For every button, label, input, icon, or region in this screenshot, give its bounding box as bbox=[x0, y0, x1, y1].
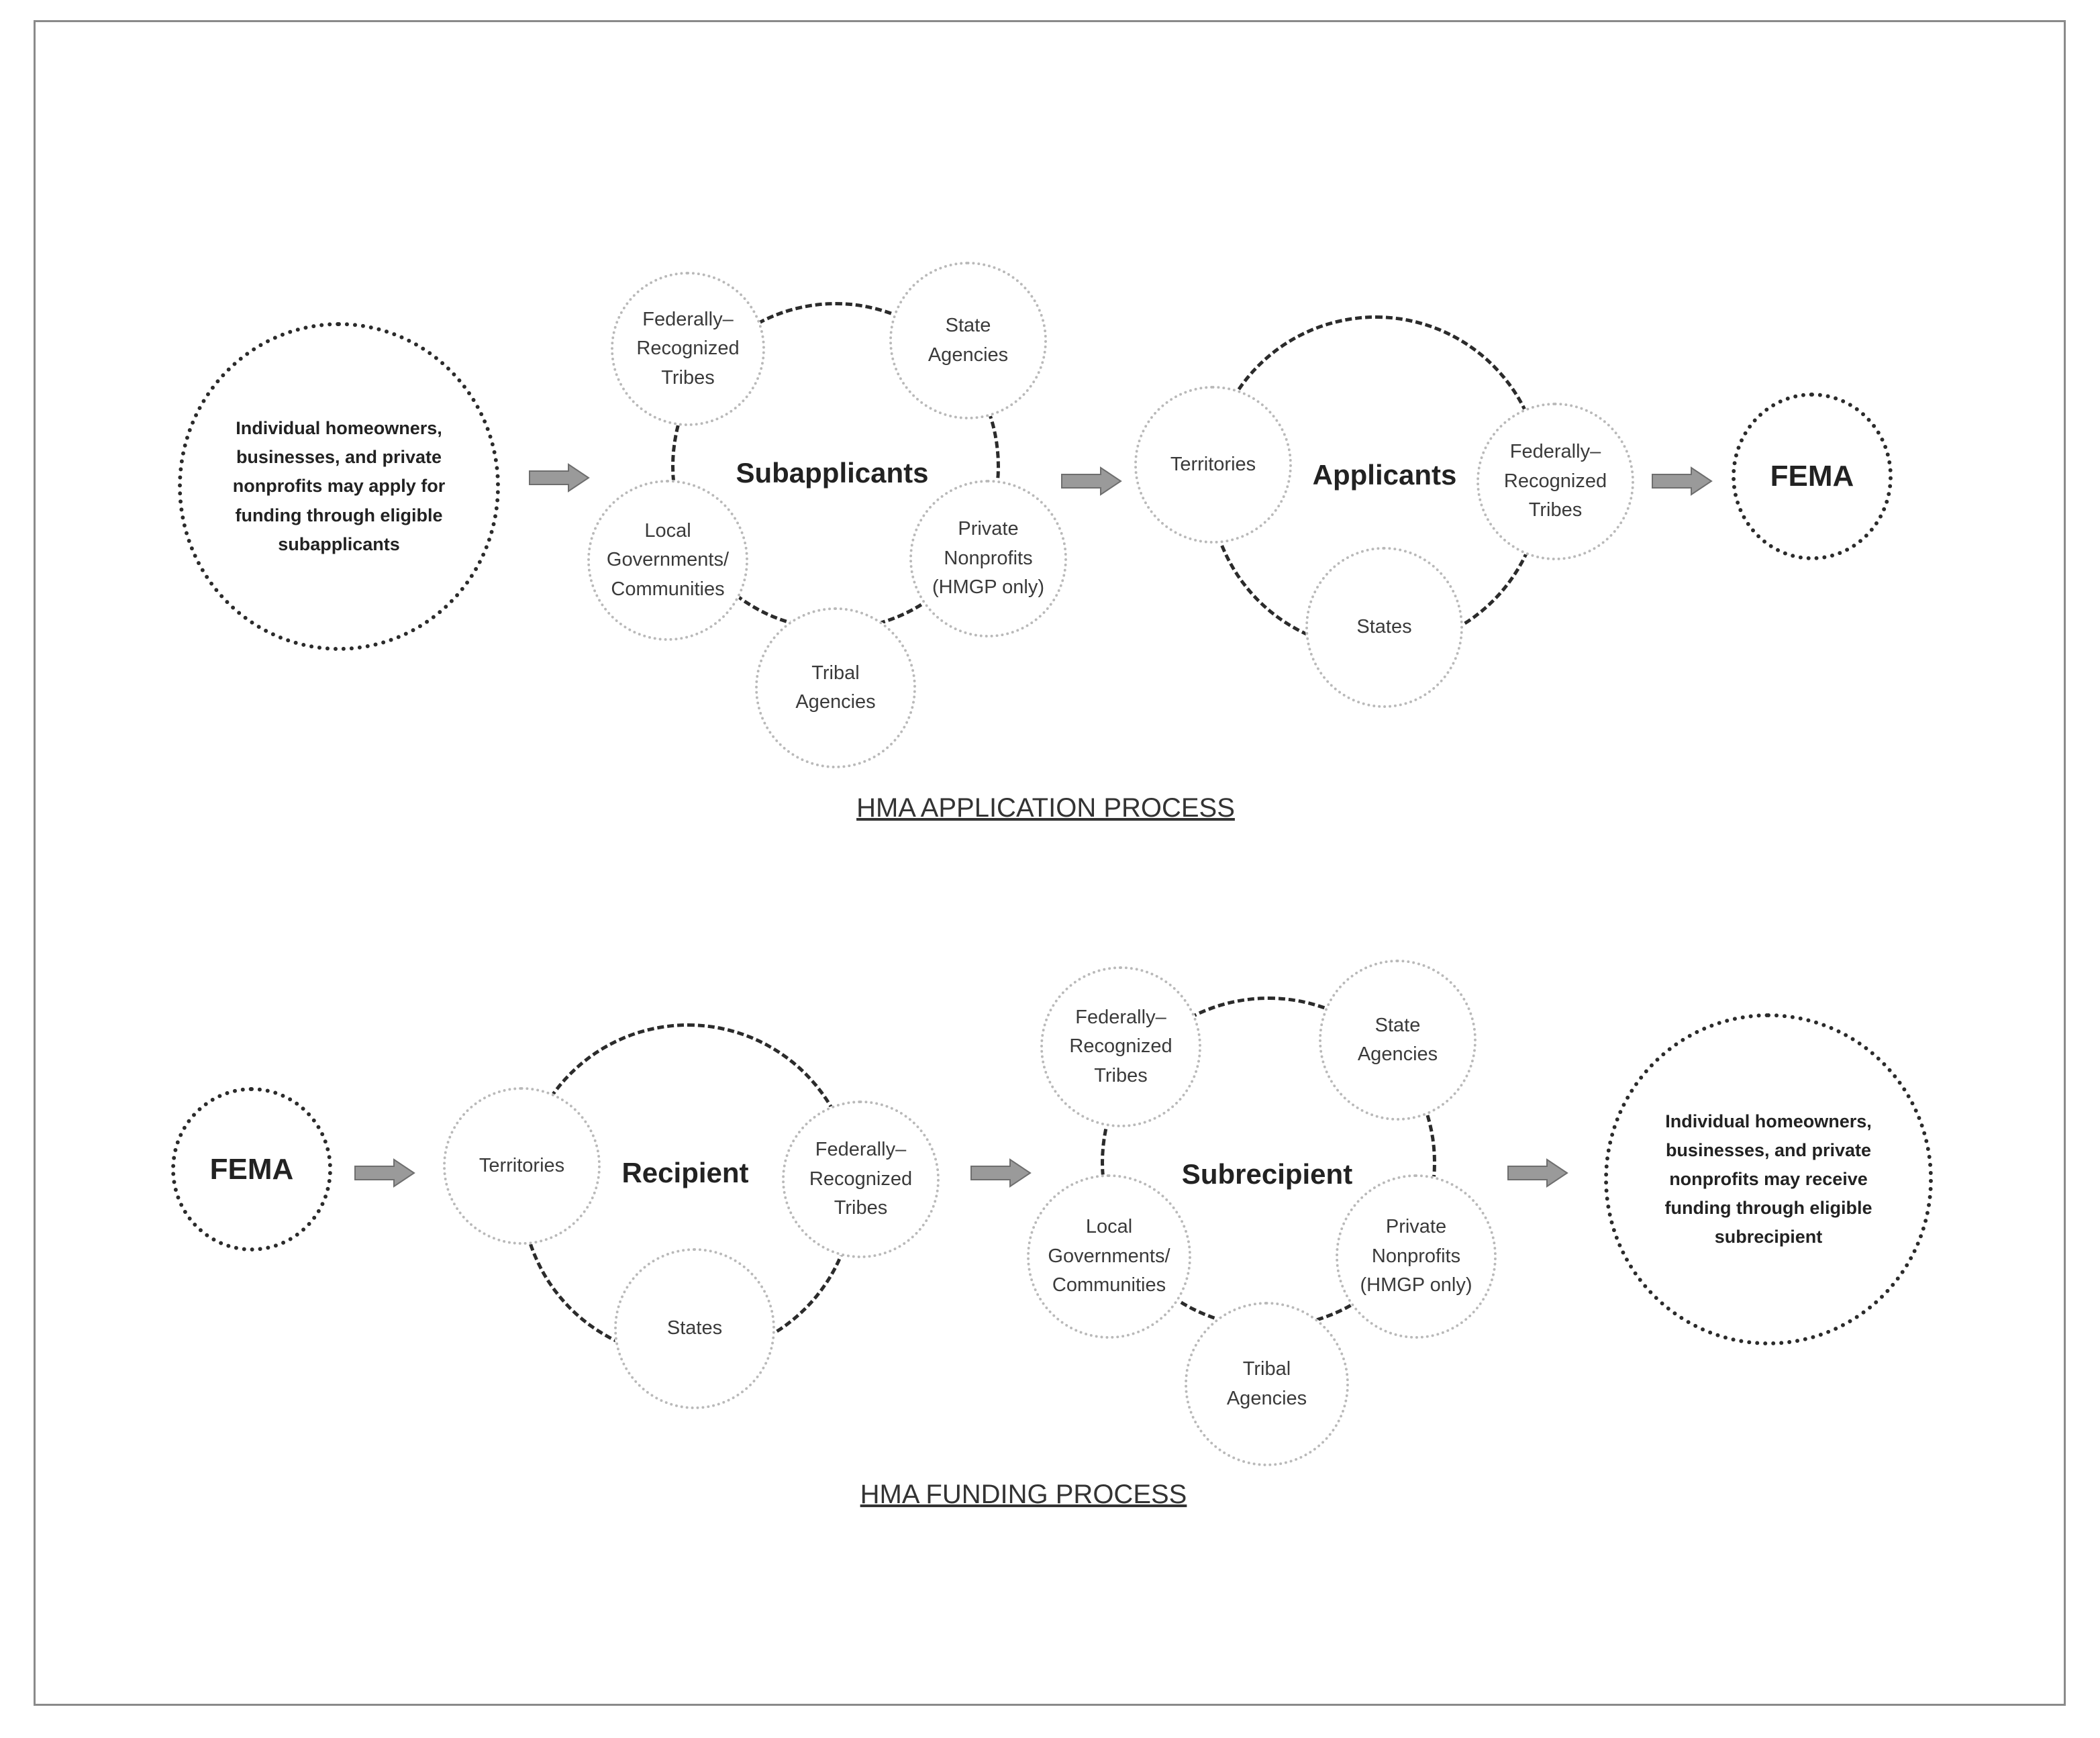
arrow-icon bbox=[1507, 1158, 1568, 1188]
rec-tribes-label: Federally– Recognized Tribes bbox=[809, 1139, 913, 1219]
app-tribes-label: Federally– Recognized Tribes bbox=[1503, 441, 1607, 521]
sub-state-agencies-circle: State Agencies bbox=[889, 262, 1047, 419]
sub-tribal-agencies-label: Tribal Agencies bbox=[795, 662, 876, 713]
app-tribes-circle: Federally– Recognized Tribes bbox=[1477, 403, 1634, 560]
destination-circle: Individual homeowners, businesses, and p… bbox=[1604, 1013, 1933, 1345]
arrow-icon bbox=[1652, 466, 1713, 496]
subrec-state-agencies-circle: State Agencies bbox=[1319, 960, 1477, 1121]
subrec-private-circle: Private Nonprofits (HMGP only) bbox=[1336, 1174, 1497, 1339]
subrecipient-title: Subrecipient bbox=[1181, 1158, 1353, 1190]
sub-local-label: Local Governments/ Communities bbox=[606, 519, 730, 600]
fema-label-application: FEMA bbox=[1770, 460, 1854, 493]
application-caption: HMA APPLICATION PROCESS bbox=[856, 793, 1235, 823]
origin-text: Individual homeowners, businesses, and p… bbox=[232, 418, 446, 554]
funding-caption: HMA FUNDING PROCESS bbox=[860, 1480, 1187, 1509]
subrec-state-agencies-label: State Agencies bbox=[1357, 1014, 1438, 1066]
fema-label-funding: FEMA bbox=[209, 1152, 294, 1186]
app-states-label: States bbox=[1356, 616, 1412, 638]
sub-state-agencies-label: State Agencies bbox=[928, 315, 1009, 366]
subrec-tribes-label: Federally– Recognized Tribes bbox=[1069, 1006, 1172, 1086]
subrec-tribal-agencies-circle: Tribal Agencies bbox=[1185, 1302, 1349, 1466]
rec-states-label: States bbox=[666, 1317, 723, 1339]
arrow-icon bbox=[529, 463, 590, 493]
subapplicants-title: Subapplicants bbox=[736, 457, 929, 489]
app-territories-circle: Territories bbox=[1134, 386, 1292, 544]
rec-territories-circle: Territories bbox=[443, 1087, 601, 1245]
subrec-local-circle: Local Governments/ Communities bbox=[1027, 1174, 1191, 1339]
sub-local-circle: Local Governments/ Communities bbox=[587, 480, 748, 641]
sub-tribal-agencies-circle: Tribal Agencies bbox=[755, 607, 916, 768]
arrow-icon bbox=[970, 1158, 1032, 1188]
sub-private-circle: Private Nonprofits (HMGP only) bbox=[909, 480, 1067, 637]
app-territories-label: Territories bbox=[1170, 453, 1256, 475]
origin-circle: Individual homeowners, businesses, and p… bbox=[178, 322, 500, 651]
subrec-tribal-agencies-label: Tribal Agencies bbox=[1226, 1358, 1307, 1409]
subrec-tribes-circle: Federally– Recognized Tribes bbox=[1040, 966, 1201, 1127]
sub-tribes-label: Federally– Recognized Tribes bbox=[636, 308, 740, 389]
sub-tribes-circle: Federally– Recognized Tribes bbox=[611, 272, 765, 426]
recipient-title: Recipient bbox=[621, 1157, 749, 1188]
arrow-icon bbox=[1061, 466, 1122, 496]
arrow-icon bbox=[354, 1158, 415, 1188]
sub-private-label: Private Nonprofits (HMGP only) bbox=[932, 518, 1045, 599]
app-states-circle: States bbox=[1305, 547, 1463, 708]
fema-circle-application: FEMA bbox=[1732, 393, 1893, 560]
subrec-private-label: Private Nonprofits (HMGP only) bbox=[1360, 1216, 1472, 1296]
rec-states-circle: States bbox=[614, 1248, 775, 1409]
rec-territories-label: Territories bbox=[479, 1154, 565, 1176]
applicants-title: Applicants bbox=[1312, 459, 1457, 491]
fema-circle-funding: FEMA bbox=[171, 1087, 332, 1251]
subrec-local-label: Local Governments/ Communities bbox=[1048, 1216, 1170, 1296]
figure-frame bbox=[34, 20, 2066, 1706]
rec-tribes-circle: Federally– Recognized Tribes bbox=[782, 1101, 940, 1258]
destination-text: Individual homeowners, businesses, and p… bbox=[1664, 1111, 1872, 1247]
